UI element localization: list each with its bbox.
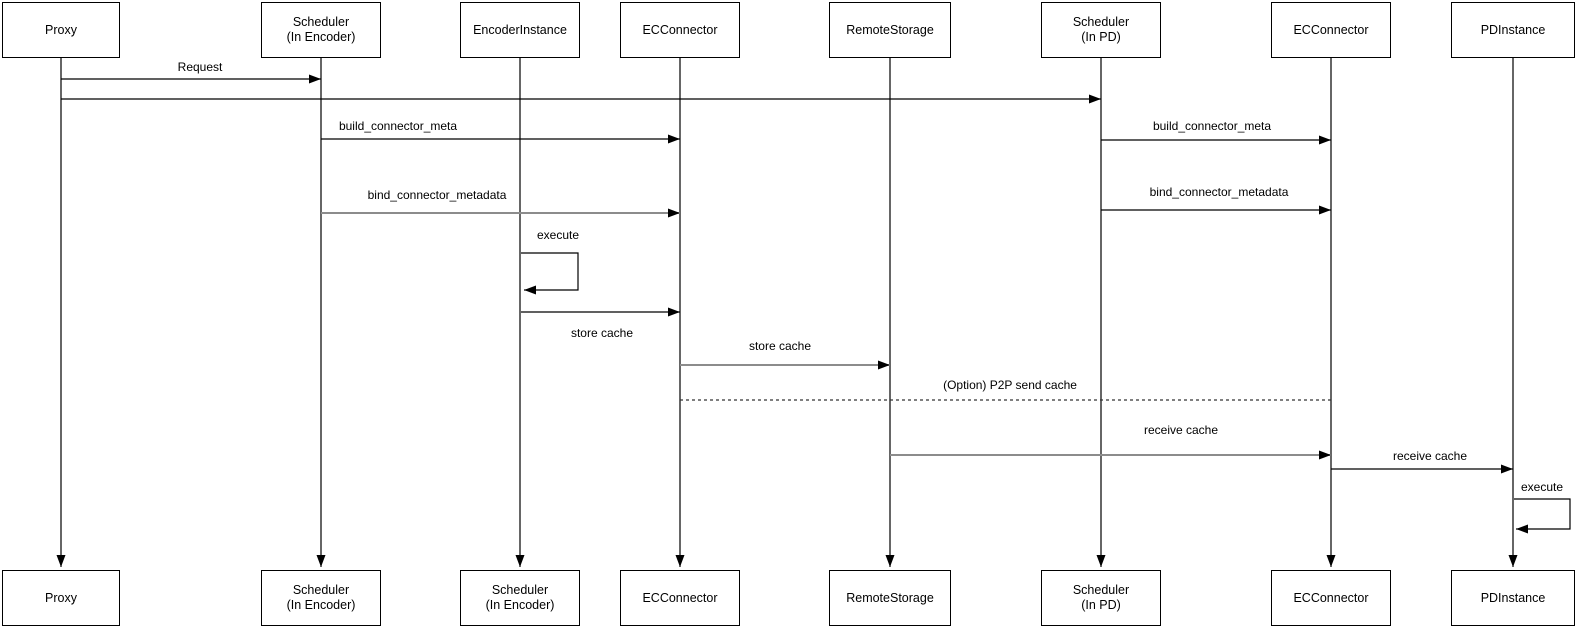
- participant-label: Scheduler (In Encoder): [286, 15, 356, 44]
- participant-label: ECConnector: [1293, 590, 1369, 605]
- participant-label: Scheduler (In PD): [1072, 15, 1130, 44]
- message-label-execute-pdinstance: execute: [1519, 480, 1566, 494]
- participant-top-encoder-instance: EncoderInstance: [460, 2, 580, 58]
- participant-top-remote-storage: RemoteStorage: [829, 2, 951, 58]
- participant-top-ec-connector: ECConnector: [620, 2, 740, 58]
- message-label-build-connector-meta-pd: build_connector_meta: [1150, 119, 1274, 133]
- participant-top-scheduler-encoder: Scheduler (In Encoder): [261, 2, 381, 58]
- message-label-execute-encoder: execute: [535, 228, 582, 242]
- participant-label: PDInstance: [1480, 590, 1546, 605]
- participant-label: RemoteStorage: [846, 22, 934, 37]
- message-label-store-cache-connector: store cache: [746, 339, 814, 353]
- participant-top-ec-connector-pd: ECConnector: [1271, 2, 1391, 58]
- message-label-bind-connector-metadata-encoder: bind_connector_metadata: [365, 188, 509, 202]
- message-arrow-execute-pdinstance-self-loop: [1514, 498, 1571, 534]
- participant-bottom-scheduler-encoder-2: Scheduler (In Encoder): [460, 570, 580, 626]
- participant-bottom-scheduler-encoder: Scheduler (In Encoder): [261, 570, 381, 626]
- participant-label: ECConnector: [642, 590, 718, 605]
- participant-bottom-scheduler-pd: Scheduler (In PD): [1041, 570, 1161, 626]
- participant-top-proxy: Proxy: [2, 2, 120, 58]
- message-label-receive-cache-storage: receive cache: [1141, 423, 1221, 437]
- message-label-build-connector-meta-encoder: build_connector_meta: [336, 119, 460, 133]
- participant-label: Scheduler (In PD): [1072, 583, 1130, 612]
- participant-bottom-ec-connector: ECConnector: [620, 570, 740, 626]
- participant-label: ECConnector: [642, 22, 718, 37]
- participant-bottom-pd-instance: PDInstance: [1451, 570, 1575, 626]
- participant-label: Scheduler (In Encoder): [286, 583, 356, 612]
- participant-bottom-ec-connector-pd: ECConnector: [1271, 570, 1391, 626]
- participant-label: Scheduler (In Encoder): [485, 583, 555, 612]
- message-label-p2p-send-cache: (Option) P2P send cache: [941, 378, 1079, 392]
- participant-bottom-remote-storage: RemoteStorage: [829, 570, 951, 626]
- participant-label: Proxy: [45, 590, 77, 605]
- participant-label: PDInstance: [1480, 22, 1546, 37]
- participant-label: Proxy: [45, 22, 77, 37]
- participant-top-pd-instance: PDInstance: [1451, 2, 1575, 58]
- participant-label: EncoderInstance: [473, 22, 567, 37]
- participant-top-scheduler-pd: Scheduler (In PD): [1041, 2, 1161, 58]
- participant-bottom-proxy: Proxy: [2, 570, 120, 626]
- participant-label: RemoteStorage: [846, 590, 934, 605]
- message-label-request: Request: [175, 60, 225, 74]
- participant-label: ECConnector: [1293, 22, 1369, 37]
- message-label-store-cache-encoder: store cache: [568, 326, 636, 340]
- message-label-receive-cache-connector: receive cache: [1390, 449, 1470, 463]
- message-arrow-execute-encoder-self-loop: [521, 252, 579, 295]
- message-label-bind-connector-metadata-pd: bind_connector_metadata: [1147, 185, 1291, 199]
